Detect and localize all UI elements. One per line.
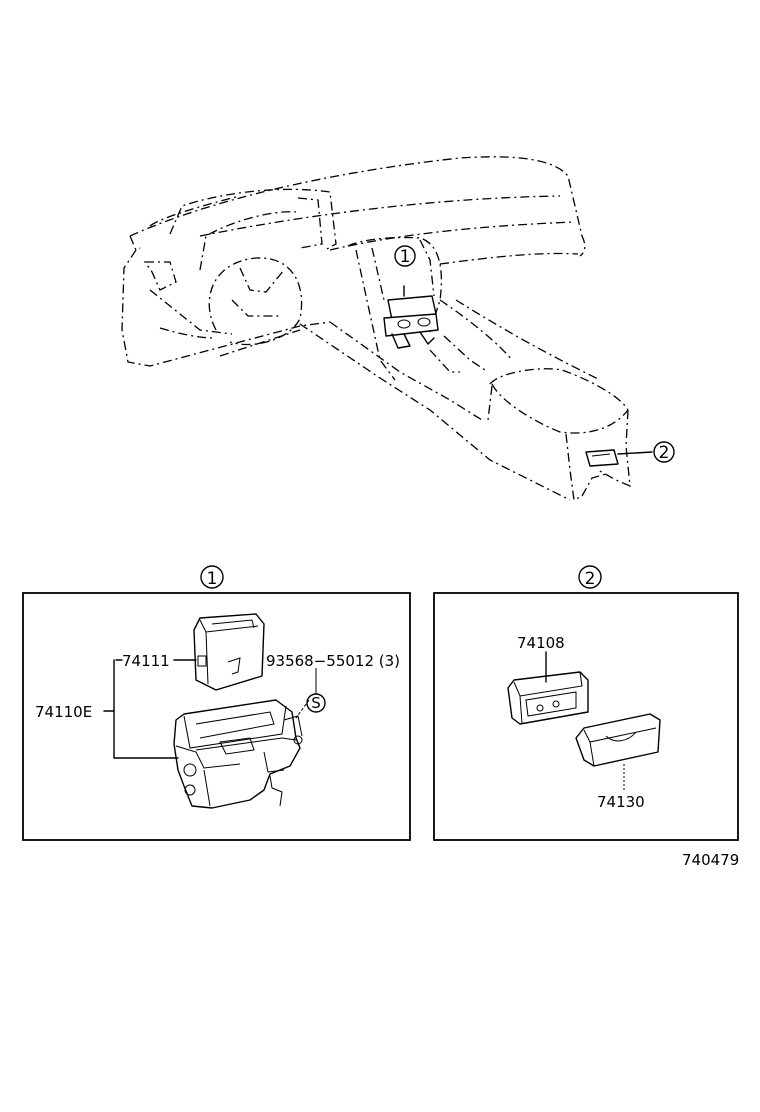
label-screw-93568: 93568−55012 (3) [266,652,400,670]
label-74108: 74108 [517,634,565,652]
callout-1-label: 1 [400,247,411,267]
rear-ashtray-lid-74130 [575,713,661,767]
ashtray-housing-74111 [193,613,265,691]
screw-symbol-label: S [311,694,321,712]
ashtray-assembly-74110E [173,699,303,809]
detail-panel-1 [22,592,411,841]
rear-ashtray-housing-74108 [507,671,589,725]
label-74110E: 74110E [35,703,92,721]
diagram-number: 740479 [682,851,739,869]
panel-2-callout-label: 2 [585,569,596,589]
callout-2-label: 2 [659,443,670,463]
overview-callout-1: 1 [394,245,416,267]
label-74111: 74111 [122,652,170,670]
panel-1-leaders [103,659,317,759]
screw-symbol: S [306,693,326,713]
rear-ashtray-overview [585,449,653,467]
overview-callout-2: 2 [653,441,675,463]
detail-panel-2 [433,592,739,841]
dashboard-overview [121,156,631,501]
detail-panel-2-header: 2 [578,565,602,589]
detail-panel-1-header: 1 [200,565,224,589]
center-ashtray-overview [383,285,439,349]
panel-2-leaders [545,651,625,790]
panel-1-callout-label: 1 [207,569,218,589]
label-74130: 74130 [597,793,645,811]
